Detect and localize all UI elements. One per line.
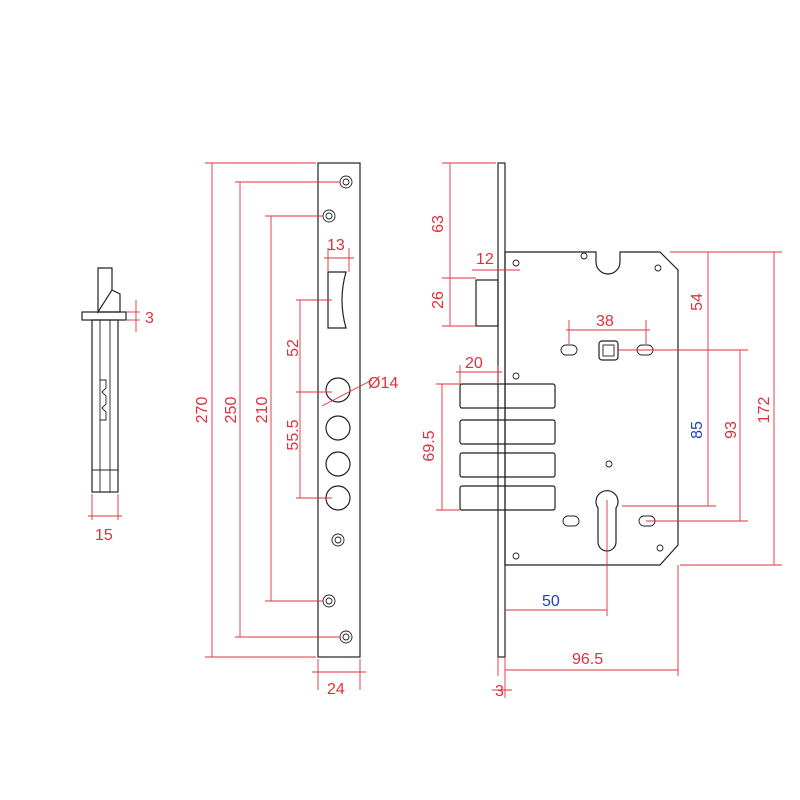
spindle-square (598, 340, 619, 361)
case-rivet-3 (512, 372, 520, 380)
faceplate-screw-hole-2 (322, 209, 336, 223)
faceplate-bolt-hole-1 (325, 377, 351, 403)
lock-case-outline (504, 251, 679, 566)
side-body (91, 319, 119, 493)
dim-label-top-to-case: 63 (430, 215, 447, 233)
side-latch-tip (98, 289, 121, 313)
dim-label-bolt-span: 55.5 (285, 419, 302, 450)
dim-label-bolt-step: 3 (145, 310, 154, 327)
case-rivet-1 (580, 252, 588, 260)
side-latch-nose (97, 267, 113, 315)
deadbolt-3 (459, 452, 556, 478)
dim-label-screw-spacing-outer: 250 (223, 397, 240, 424)
spindle-square-inner (602, 344, 615, 357)
dim-label-bolt-stack: 69.5 (421, 430, 438, 461)
faceplate-screw-hole-4 (322, 594, 336, 608)
faceplate-latch-window (327, 271, 347, 329)
case-rivet-5 (512, 552, 520, 560)
case-rivet-2 (654, 264, 662, 272)
dim-label-faceplate-thickness: 3 (495, 683, 504, 700)
deadbolt-4 (459, 485, 556, 511)
dim-label-case-depth: 96.5 (572, 651, 603, 668)
deadbolt-1 (459, 383, 556, 409)
dim-label-spindle-to-top: 54 (689, 293, 706, 311)
dim-label-faceplate-width: 24 (327, 681, 345, 698)
dim-label-latch-offset: 12 (476, 251, 494, 268)
cylinder-hole (595, 490, 619, 552)
case-rivet-6 (656, 544, 664, 552)
case-rivet-4 (605, 460, 613, 468)
dim-label-case-height: 172 (756, 397, 773, 424)
faceplate-bolt-hole-3 (325, 451, 351, 477)
dim-label-bolt-throw: 20 (465, 355, 483, 372)
fixing-slot-bottom-left (562, 515, 580, 527)
side-view: 3 15 (81, 267, 154, 544)
body-latch (475, 279, 499, 327)
dim-leader-bolt-diameter (321, 379, 373, 407)
case-rivet-7 (512, 259, 520, 267)
body-faceplate-edge (497, 162, 506, 658)
lock-body-view: 63 26 12 38 20 69.5 54 85 93 (421, 162, 782, 700)
fixing-slot-top-left (560, 344, 578, 356)
dim-label-latch-to-bolt: 52 (285, 339, 302, 357)
side-notch-profile (100, 379, 107, 421)
dim-label-fixing-to-fixing: 93 (723, 421, 740, 439)
dim-label-latch-height: 26 (430, 291, 447, 309)
dim-label-screw-spacing-inner: 210 (254, 397, 271, 424)
faceplate-outline (317, 162, 361, 658)
dim-label-spindle-to-fixing: 38 (596, 313, 614, 330)
dim-label-centre-distance: 85 (689, 421, 706, 439)
faceplate-view: 270 250 210 13 52 55.5 Ø14 24 (194, 162, 398, 698)
dim-label-latch-window-width: 13 (327, 237, 345, 254)
faceplate-screw-hole-1 (339, 175, 353, 189)
dim-label-bolt-diameter: Ø14 (368, 375, 398, 392)
dim-label-backset: 50 (542, 593, 560, 610)
dim-label-side-width: 15 (95, 527, 113, 544)
side-flange (81, 311, 127, 321)
faceplate-screw-hole-3 (331, 533, 345, 547)
dim-label-overall-length: 270 (194, 397, 211, 424)
faceplate-bolt-hole-2 (325, 415, 351, 441)
faceplate-screw-hole-5 (339, 630, 353, 644)
deadbolt-2 (459, 419, 556, 445)
